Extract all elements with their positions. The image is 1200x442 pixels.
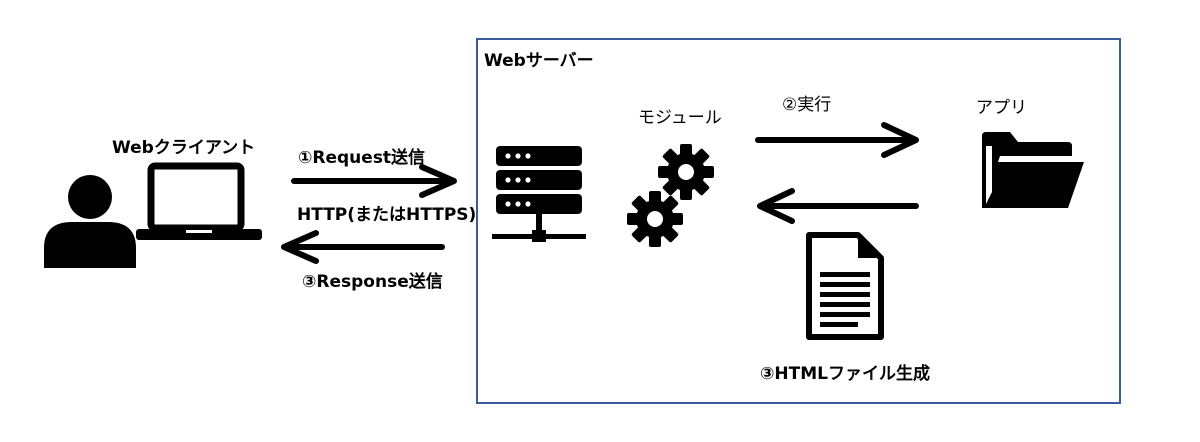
execute-label: ②実行 bbox=[782, 95, 832, 115]
execute-arrow bbox=[755, 122, 919, 158]
server-title: Webサーバー bbox=[484, 51, 594, 71]
person-icon bbox=[44, 175, 136, 268]
return-arrow bbox=[757, 188, 919, 224]
app-title: アプリ bbox=[976, 98, 1027, 118]
laptop-icon bbox=[136, 162, 262, 240]
server-rack-icon bbox=[492, 146, 586, 242]
gears-icon bbox=[627, 144, 714, 247]
response-arrow bbox=[281, 230, 445, 264]
request-arrow bbox=[291, 164, 457, 198]
web-server-box bbox=[476, 38, 1121, 404]
document-title: ③HTMLファイル生成 bbox=[760, 364, 930, 384]
open-folder-icon bbox=[982, 132, 1084, 208]
client-title: Webクライアント bbox=[112, 138, 256, 158]
request-label: ①Request送信 bbox=[298, 148, 426, 168]
response-label: ③Response送信 bbox=[302, 272, 443, 292]
protocol-label: HTTP(またはHTTPS) bbox=[297, 205, 477, 225]
document-icon bbox=[806, 232, 884, 340]
module-title: モジュール bbox=[638, 108, 722, 128]
